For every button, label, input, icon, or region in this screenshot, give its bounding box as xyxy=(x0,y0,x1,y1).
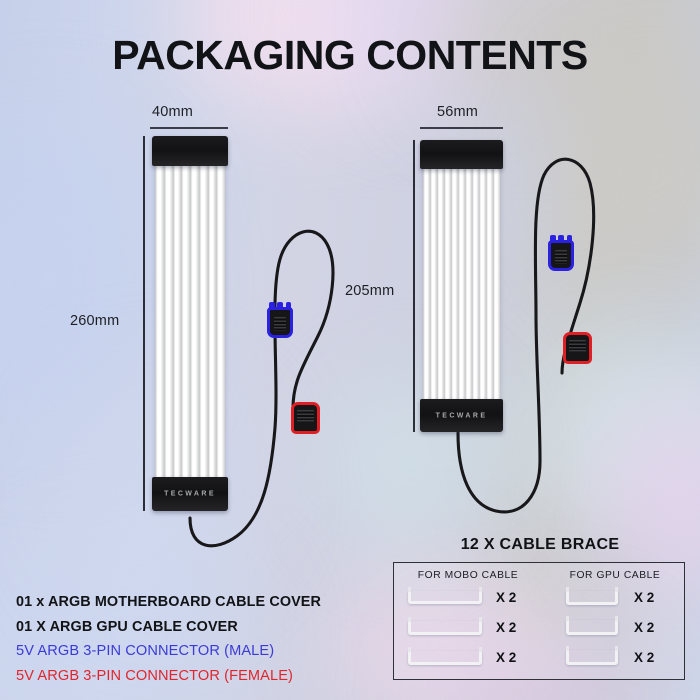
cable-brace-icon xyxy=(565,646,619,665)
connector-pins-icon xyxy=(550,235,572,243)
contents-legend: 01 x ARGB MOTHERBOARD CABLE COVER 01 X A… xyxy=(16,590,321,688)
legend-item-female-connector: 5V ARGB 3-PIN CONNECTOR (FEMALE) xyxy=(16,667,294,684)
brace-row: X 2 xyxy=(407,587,517,605)
brace-qty: X 2 xyxy=(496,590,517,605)
brace-row: X 2 xyxy=(407,646,517,665)
gpu-width-line xyxy=(420,127,503,129)
legend-item-gpu-cover: 01 X ARGB GPU CABLE COVER xyxy=(16,618,238,635)
gpu-sleeve-ribs xyxy=(423,165,500,402)
gpu-cable-wire xyxy=(456,157,596,514)
gpu-bottom-cap: TECWARE xyxy=(420,399,503,432)
cable-brace-panel: FOR MOBO CABLE X 2 X 2 X 2 FOR GPU CABLE… xyxy=(393,562,685,680)
brace-column-gpu: FOR GPU CABLE X 2 X 2 X 2 xyxy=(544,563,686,679)
brace-column-mobo: FOR MOBO CABLE X 2 X 2 X 2 xyxy=(394,563,542,679)
mobo-height-line xyxy=(143,136,145,511)
gpu-female-connector xyxy=(563,332,592,364)
cable-brace-icon xyxy=(565,586,619,605)
gpu-height-line xyxy=(413,140,415,432)
gpu-cable-cover: TECWARE xyxy=(420,140,503,432)
cable-brace-icon xyxy=(565,616,619,635)
cable-brace-title: 12 X CABLE BRACE xyxy=(460,536,620,553)
cable-brace-icon xyxy=(407,616,483,635)
mobo-top-cap xyxy=(152,136,228,166)
mobo-width-label: 40mm xyxy=(152,104,194,120)
gpu-male-connector xyxy=(548,235,574,271)
brand-logo-text: TECWARE xyxy=(435,412,488,419)
mobo-bottom-cap: TECWARE xyxy=(152,477,228,511)
cable-brace-icon xyxy=(407,646,483,665)
mobo-sleeve-ribs xyxy=(155,162,225,481)
brace-row: X 2 xyxy=(565,586,655,605)
brace-qty: X 2 xyxy=(634,590,655,605)
brace-row: X 2 xyxy=(565,616,655,635)
brace-qty: X 2 xyxy=(496,620,517,635)
page-title: PACKAGING CONTENTS xyxy=(112,32,588,78)
brace-qty: X 2 xyxy=(634,620,655,635)
brand-logo-text: TECWARE xyxy=(164,490,216,498)
brace-qty: X 2 xyxy=(496,650,517,665)
brace-row: X 2 xyxy=(407,616,517,635)
brace-qty: X 2 xyxy=(634,650,655,665)
brace-column-header-gpu: FOR GPU CABLE xyxy=(569,570,661,581)
cable-brace-icon xyxy=(407,587,483,604)
brace-column-header-mobo: FOR MOBO CABLE xyxy=(417,570,519,581)
brace-row: X 2 xyxy=(565,646,655,665)
connector-pins-icon xyxy=(269,302,291,310)
gpu-top-cap xyxy=(420,140,503,169)
mobo-male-connector xyxy=(267,302,293,338)
gpu-height-label: 205mm xyxy=(345,283,395,299)
mobo-height-label: 260mm xyxy=(70,313,120,329)
motherboard-cable-cover: TECWARE xyxy=(152,136,228,511)
legend-item-male-connector: 5V ARGB 3-PIN CONNECTOR (MALE) xyxy=(16,643,275,659)
mobo-female-connector xyxy=(291,402,320,434)
mobo-width-line xyxy=(150,127,228,129)
gpu-width-label: 56mm xyxy=(437,104,479,120)
legend-item-mobo-cover: 01 x ARGB MOTHERBOARD CABLE COVER xyxy=(16,594,321,610)
